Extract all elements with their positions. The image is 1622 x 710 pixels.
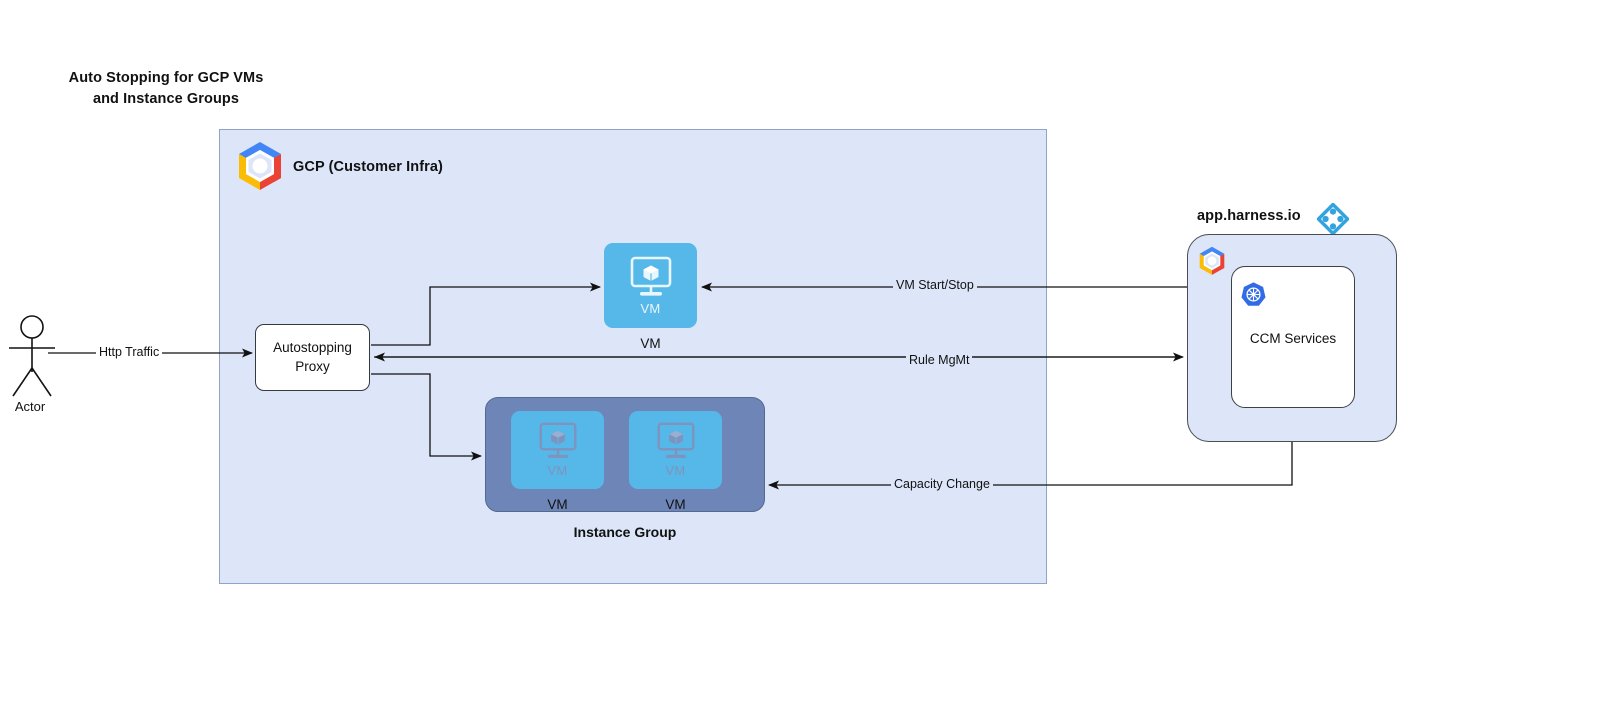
ccm-services-label: CCM Services — [1249, 331, 1337, 346]
actor-caption: Actor — [14, 399, 46, 414]
vm-inner-tag: VM — [547, 463, 568, 478]
instance-group-vm-2-caption: VM — [665, 497, 686, 512]
vm-inner-tag: VM — [640, 300, 661, 316]
vm-caption: VM — [640, 336, 661, 351]
page-title: Auto Stopping for GCP VMs and Instance G… — [46, 68, 286, 110]
vm-monitor-icon — [630, 256, 671, 296]
edge-label-http-traffic: Http Traffic — [96, 345, 163, 359]
instance-group-vm-1-caption: VM — [547, 497, 568, 512]
vm-node[interactable]: VM — [604, 243, 697, 328]
instance-group-vm-1[interactable]: VM — [511, 411, 604, 489]
edge-label-rule-mgmt: Rule MgMt — [906, 353, 973, 367]
harness-diamond-icon — [1317, 203, 1349, 235]
proxy-label-line1: Autostopping — [273, 340, 352, 356]
actor-stick-figure-icon — [9, 315, 55, 397]
page-title-line1: Auto Stopping for GCP VMs — [68, 70, 264, 86]
autostopping-proxy-node[interactable]: Autostopping Proxy — [255, 324, 370, 391]
kubernetes-icon — [1241, 282, 1266, 306]
edge-label-vm-start-stop: VM Start/Stop — [893, 278, 977, 292]
page-title-line2: and Instance Groups — [92, 91, 240, 108]
edge-label-capacity-change: Capacity Change — [891, 477, 993, 491]
vm-monitor-icon — [657, 422, 694, 458]
gcp-panel-label: GCP (Customer Infra) — [293, 159, 443, 175]
instance-group-vm-2[interactable]: VM — [629, 411, 722, 489]
gcp-logo-icon — [239, 142, 281, 190]
proxy-label-line2: Proxy — [295, 358, 330, 374]
vm-inner-tag: VM — [665, 463, 686, 478]
vm-monitor-icon — [539, 422, 576, 458]
gcp-logo-icon — [1199, 246, 1225, 275]
harness-label: app.harness.io — [1197, 208, 1301, 224]
instance-group-caption: Instance Group — [573, 524, 677, 540]
